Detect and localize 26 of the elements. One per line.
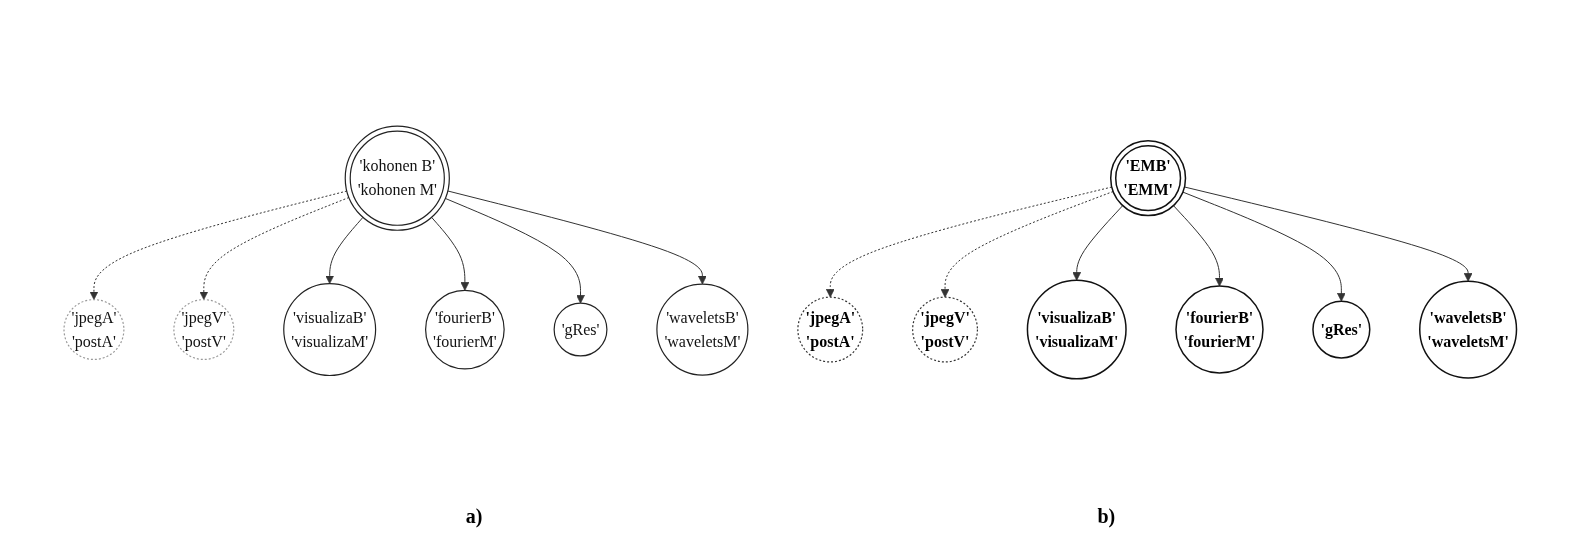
- arrow: [1182, 191, 1346, 302]
- node-circle: 'EMB' 'EMM': [1110, 140, 1187, 217]
- node-circle: 'waveletsB' 'waveletsM': [656, 283, 749, 376]
- arrow: [89, 190, 348, 300]
- arrow: [325, 216, 364, 284]
- node-circle: 'jpegV' 'postV': [173, 299, 235, 361]
- node-circle: 'waveletsB' 'waveletsM': [1419, 280, 1518, 379]
- arrow: [431, 216, 470, 291]
- node-circle: 'visualizaB' 'visualizaM': [283, 283, 377, 377]
- arrow: [826, 186, 1113, 298]
- arrow: [445, 197, 586, 304]
- node-circle: 'gRes': [1312, 300, 1371, 359]
- node-circle: 'fourierB' 'fourierM': [425, 289, 505, 370]
- arrow: [1173, 205, 1225, 287]
- node-circle: 'fourierB' 'fourierM': [1175, 285, 1264, 374]
- arrow: [1184, 186, 1473, 282]
- node-circle: 'gRes': [553, 302, 608, 357]
- node-circle: 'jpegA' 'postA': [797, 296, 864, 363]
- arrow: [447, 190, 708, 285]
- node-circle: 'jpegV' 'postV': [912, 296, 979, 363]
- node-circle: 'jpegA' 'postA': [63, 299, 125, 361]
- node-circle: 'visualizaB' 'visualizaM': [1026, 279, 1127, 380]
- arrow: [1072, 205, 1124, 281]
- panel-label: a): [465, 505, 483, 530]
- panel-label: b): [1097, 505, 1116, 530]
- node-circle: 'kohonen B' 'kohonen M': [344, 125, 451, 231]
